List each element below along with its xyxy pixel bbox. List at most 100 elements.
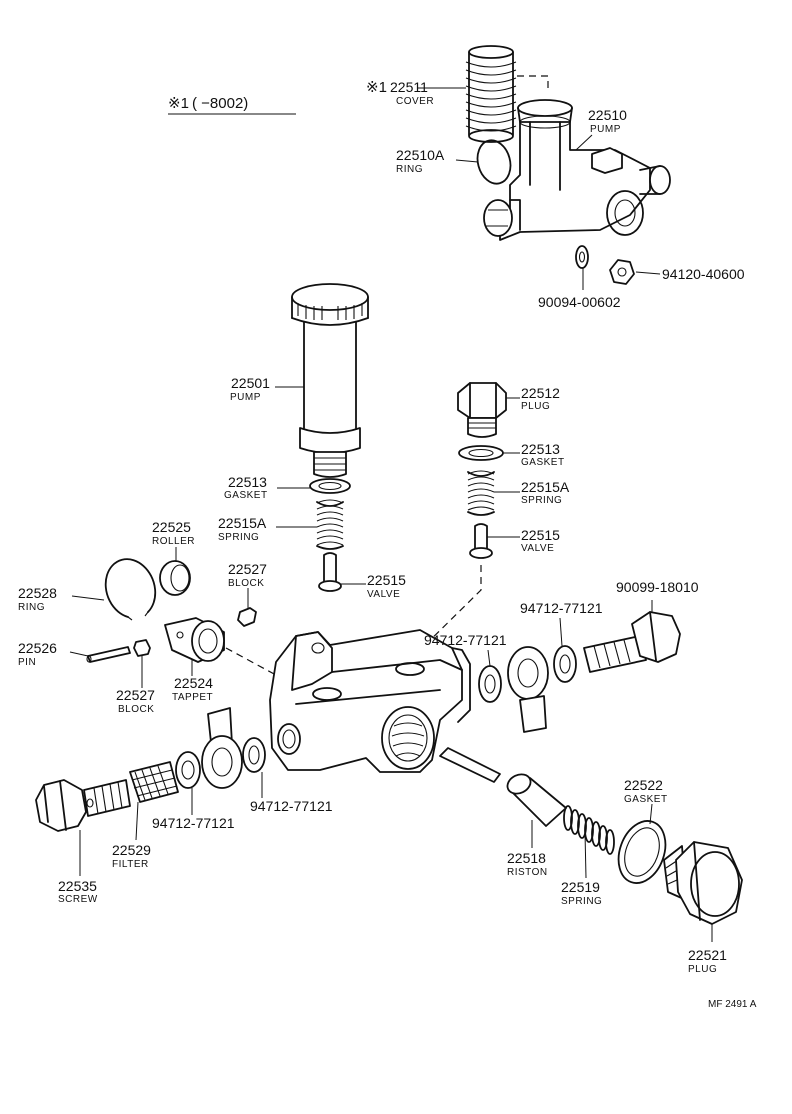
callout-pin-22526[interactable]: 22526 PIN [18,640,57,668]
part-number: 22515A [521,479,570,495]
callout-spring-22515a-right[interactable]: 22515A SPRING [521,479,570,506]
washer-90094-drawing [575,245,589,269]
nut-94120-drawing [609,259,635,285]
callout-bolt-90099[interactable]: 90099-18010 [616,579,699,595]
valve-22515-left-drawing [318,552,342,592]
callout-cover-22511[interactable]: ※1 22511 COVER [366,79,434,107]
banjo-left-drawing [201,707,243,789]
callout-plug-22521[interactable]: 22521 PLUG [688,947,727,975]
part-number: 94120-40600 [662,266,745,282]
part-name: VALVE [521,543,554,554]
top-pump-drawing [483,99,671,241]
part-name: RING [18,602,45,613]
callout-block-22527-top[interactable]: 22527 BLOCK [228,561,267,589]
spring-22515a-left-drawing [316,499,344,550]
part-number: 22527 [228,561,267,577]
callout-ring-22510a[interactable]: 22510A RING [396,147,445,175]
part-number: 22513 [521,441,560,457]
cover-drawing [465,45,549,143]
callout-roller-22525[interactable]: 22525 ROLLER [152,519,195,547]
part-name: PUMP [590,124,621,135]
part-name: RISTON [507,867,548,878]
callout-washer-90094[interactable]: 90094-00602 [538,294,621,310]
callout-pump-22510[interactable]: 22510 PUMP [588,107,627,135]
main-body-drawing [269,629,471,773]
ring-22510a-drawing [476,139,512,185]
part-name: PLUG [688,964,717,975]
callout-gasket-22513-left[interactable]: 22513 GASKET [224,474,268,501]
part-name: BLOCK [118,704,154,715]
plug-22512-drawing [457,382,507,438]
callout-spring-22519[interactable]: 22519 SPRING [561,879,602,907]
callout-gasket-22522[interactable]: 22522 GASKET [624,777,668,805]
part-number: 22510 [588,107,627,123]
callout-plug-22512[interactable]: 22512 PLUG [521,385,560,412]
tappet-guide-line [225,647,277,676]
callout-gasket-94712-d[interactable]: 94712-77121 [250,798,333,814]
callout-piston-22518[interactable]: 22518 RISTON [507,850,548,878]
piston-rod-drawing [439,747,501,783]
gasket-22522-drawing [617,820,667,884]
roller-22525-drawing [159,560,191,596]
callout-gasket-94712-c[interactable]: 94712-77121 [152,815,235,831]
plug-22521-drawing [663,841,743,925]
callout-valve-22515-right[interactable]: 22515 VALVE [521,527,560,554]
note-mark: ※1 [168,95,189,112]
part-number: 22528 [18,585,57,601]
part-name: RING [396,164,423,175]
part-name: BLOCK [228,578,264,589]
part-name: PIN [18,657,36,668]
callout-spring-22515a-left[interactable]: 22515A SPRING [218,515,267,543]
callout-valve-22515-left[interactable]: 22515 VALVE [367,572,406,600]
gasket-22513-right-drawing [458,445,504,461]
part-number: 22522 [624,777,663,793]
part-number: 22513 [228,474,267,490]
part-number: 22501 [231,375,270,391]
pin-22526-drawing [86,646,131,663]
part-name: SCREW [58,894,98,905]
part-name: SPRING [521,495,562,506]
part-number: 22511 [390,79,428,95]
callout-gasket-22513-right[interactable]: 22513 GASKET [521,441,565,468]
callout-screw-22535[interactable]: 22535 SCREW [58,878,98,905]
part-name: COVER [396,96,434,107]
callout-ring-22528[interactable]: 22528 RING [18,585,57,613]
part-number: 22527 [116,687,155,703]
part-number: 22512 [521,385,560,401]
callout-pump-22501[interactable]: 22501 PUMP [230,375,270,403]
valve-22515-right-drawing [469,523,493,559]
filter-22529-drawing [129,761,179,803]
valve-guide-line [409,565,482,661]
part-number: 22526 [18,640,57,656]
part-labels: ※1 22511 COVER 22510 PUMP 22510A RING 94… [18,79,745,975]
part-name: PLUG [521,401,550,412]
part-number: 94712-77121 [152,815,235,831]
part-name: PUMP [230,392,261,403]
gasket-22513-left-drawing [309,478,351,494]
part-number: 94712-77121 [250,798,333,814]
callout-gasket-94712-a[interactable]: 94712-77121 [520,600,603,616]
part-number: 22535 [58,878,97,894]
part-number: 94712-77121 [424,632,507,648]
part-name: SPRING [561,896,602,907]
part-number: 22510A [396,147,445,163]
ring-22528-drawing [104,558,157,621]
callout-tappet-22524[interactable]: 22524 TAPPET [172,675,213,703]
part-number: 22515 [367,572,406,588]
callout-filter-22529[interactable]: 22529 FILTER [112,842,151,870]
part-number: 22521 [688,947,727,963]
screw-22535-drawing [35,779,131,832]
banjo-right-drawing [507,646,549,733]
part-number: 94712-77121 [520,600,603,616]
part-number: 22525 [152,519,191,535]
part-number: 90094-00602 [538,294,621,310]
part-number: 22515A [218,515,267,531]
callout-block-22527-bottom[interactable]: 22527 BLOCK [116,687,155,715]
callout-gasket-94712-b[interactable]: 94712-77121 [424,632,507,648]
part-number: 22529 [112,842,151,858]
callout-nut-94120[interactable]: 94120-40600 [662,266,745,282]
gasket-94712-a-drawing [478,665,502,703]
gasket-94712-b-drawing [553,645,577,683]
